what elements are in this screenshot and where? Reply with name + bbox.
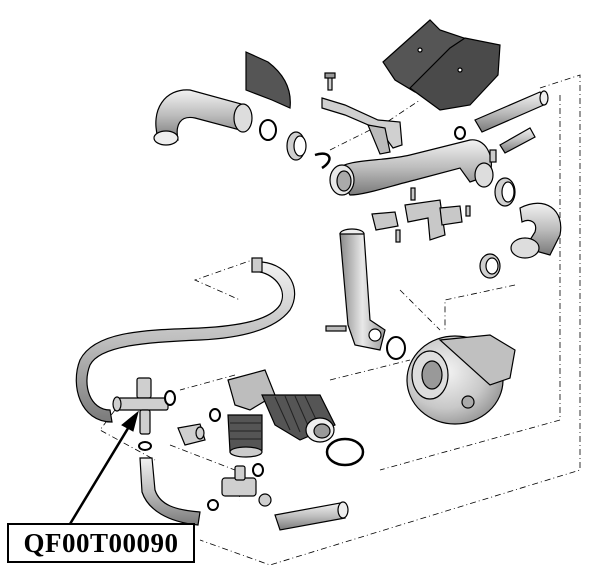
breather-hoses-right	[454, 90, 549, 154]
intake-hose-top-left	[153, 89, 277, 146]
air-intake-bellows	[227, 369, 365, 467]
turbo-outlet-pipe	[325, 228, 406, 360]
intercooler-pipe	[329, 139, 497, 196]
callout-arrow	[68, 410, 139, 525]
breather-hose	[75, 257, 296, 423]
tee-connector	[112, 377, 176, 451]
heat-shield-large	[382, 19, 501, 111]
turbocharger	[406, 334, 516, 425]
small-fittings	[177, 408, 221, 446]
part-number-label: QF00T00090	[7, 523, 195, 563]
lower-hose	[139, 457, 349, 531]
vacuum-valve	[207, 463, 272, 511]
brackets-mid	[371, 187, 471, 243]
leader-lines	[99, 74, 581, 566]
elbow-hose-right	[479, 177, 562, 279]
heat-shield-small	[245, 51, 291, 109]
mounting-bracket	[321, 72, 403, 155]
hose-clamps-top	[286, 131, 331, 170]
